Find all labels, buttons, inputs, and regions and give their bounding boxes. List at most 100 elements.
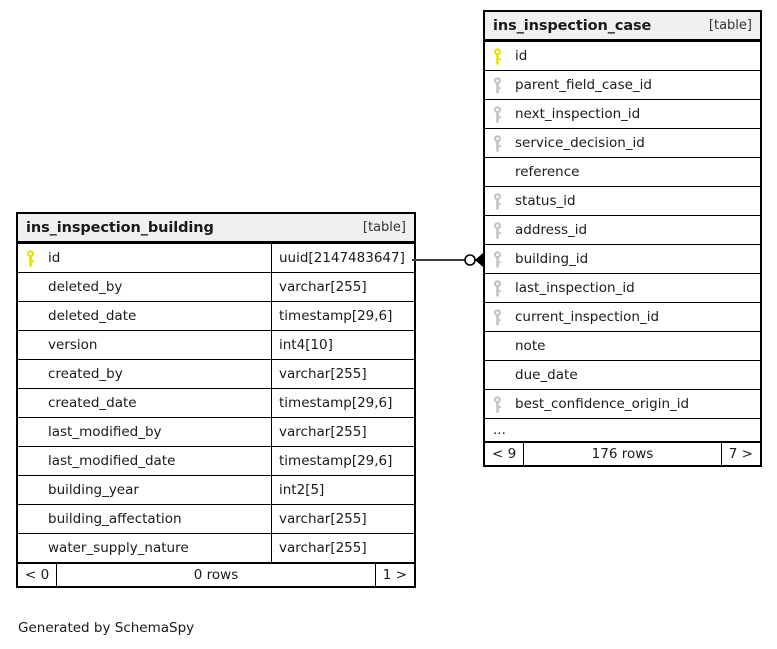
column-label: last_modified_by — [48, 424, 162, 440]
column-type-label: uuid[2147483647] — [279, 250, 405, 266]
foreign-key-icon — [493, 192, 515, 210]
table-row[interactable]: best_confidence_origin_id — [485, 389, 760, 418]
column-name-cell: id — [18, 244, 271, 272]
column-name-cell: address_id — [485, 216, 760, 244]
table-row[interactable]: deleted_by varchar[255] — [18, 272, 414, 301]
table-row[interactable]: id uuid[2147483647] — [18, 243, 414, 272]
table-row[interactable]: created_by varchar[255] — [18, 359, 414, 388]
column-type-cell: varchar[255] — [271, 418, 414, 446]
table-row[interactable]: created_date timestamp[29,6] — [18, 388, 414, 417]
generated-by-caption: Generated by SchemaSpy — [18, 620, 194, 636]
table-row[interactable]: deleted_date timestamp[29,6] — [18, 301, 414, 330]
column-label: building_affectation — [48, 511, 182, 527]
column-name-cell: due_date — [485, 361, 760, 389]
column-name-cell: last_modified_date — [18, 447, 271, 475]
column-label: version — [48, 337, 98, 353]
column-type-cell: varchar[255] — [271, 505, 414, 533]
column-label: current_inspection_id — [515, 309, 660, 325]
table-row[interactable]: address_id — [485, 215, 760, 244]
table-title: ins_inspection_building — [26, 219, 214, 236]
column-label: service_decision_id — [515, 135, 645, 151]
row-count-text: 0 rows — [193, 567, 239, 583]
table-kind-label: [table] — [362, 220, 406, 235]
foreign-key-icon — [493, 134, 515, 152]
prev-page-label: < 9 — [492, 446, 517, 462]
column-name-cell: next_inspection_id — [485, 100, 760, 128]
table-row[interactable]: status_id — [485, 186, 760, 215]
table-kind-label: [table] — [708, 18, 752, 33]
column-name-cell: created_by — [18, 360, 271, 388]
column-type-label: varchar[255] — [279, 511, 367, 527]
column-label: id — [515, 48, 528, 64]
table-row[interactable]: last_modified_by varchar[255] — [18, 417, 414, 446]
column-name-cell: deleted_date — [18, 302, 271, 330]
prev-page-button[interactable]: < 9 — [485, 443, 523, 465]
column-label: address_id — [515, 222, 588, 238]
table-row[interactable]: last_inspection_id — [485, 273, 760, 302]
table-row[interactable]: water_supply_nature varchar[255] — [18, 533, 414, 562]
foreign-key-icon — [493, 395, 515, 413]
column-label: last_inspection_id — [515, 280, 635, 296]
foreign-key-icon — [493, 250, 515, 268]
next-page-button[interactable]: 1 > — [376, 564, 414, 586]
column-type-cell: timestamp[29,6] — [271, 447, 414, 475]
relationship-building-id-to-id — [412, 253, 484, 267]
table-row[interactable]: building_year int2[5] — [18, 475, 414, 504]
column-name-cell: version — [18, 331, 271, 359]
column-type-label: varchar[255] — [279, 540, 367, 556]
table-row[interactable]: parent_field_case_id — [485, 70, 760, 99]
foreign-key-icon — [493, 279, 515, 297]
column-type-label: int2[5] — [279, 482, 325, 498]
column-type-cell: timestamp[29,6] — [271, 389, 414, 417]
column-label: created_date — [48, 395, 137, 411]
table-header: ins_inspection_building [table] — [18, 214, 414, 243]
column-name-cell: building_year — [18, 476, 271, 504]
ellipsis-label: ... — [493, 422, 506, 438]
prev-page-button[interactable]: < 0 — [18, 564, 56, 586]
table-row[interactable]: next_inspection_id — [485, 99, 760, 128]
table-row[interactable]: current_inspection_id — [485, 302, 760, 331]
column-type-label: timestamp[29,6] — [279, 308, 393, 324]
table-row[interactable]: id — [485, 41, 760, 70]
column-label: best_confidence_origin_id — [515, 396, 690, 412]
table-row[interactable]: building_id — [485, 244, 760, 273]
column-name-cell: reference — [485, 158, 760, 186]
column-name-cell: status_id — [485, 187, 760, 215]
column-name-cell: building_affectation — [18, 505, 271, 533]
row-count-label: 176 rows — [523, 443, 722, 465]
table-row[interactable]: last_modified_date timestamp[29,6] — [18, 446, 414, 475]
column-label: status_id — [515, 193, 576, 209]
table-row[interactable]: service_decision_id — [485, 128, 760, 157]
column-label: parent_field_case_id — [515, 77, 652, 93]
column-label: last_modified_date — [48, 453, 176, 469]
column-name-cell: water_supply_nature — [18, 534, 271, 562]
table-row[interactable]: reference — [485, 157, 760, 186]
primary-key-icon — [26, 249, 48, 267]
column-name-cell: last_inspection_id — [485, 274, 760, 302]
foreign-key-icon — [493, 105, 515, 123]
table-title: ins_inspection_case — [493, 17, 652, 34]
column-name-cell: best_confidence_origin_id — [485, 390, 760, 418]
column-type-cell: int2[5] — [271, 476, 414, 504]
column-name-cell: parent_field_case_id — [485, 71, 760, 99]
table-ins-inspection-case[interactable]: ins_inspection_case [table] id — [483, 10, 762, 467]
column-label: reference — [515, 164, 580, 180]
next-page-label: 1 > — [382, 567, 407, 583]
column-name-cell: last_modified_by — [18, 418, 271, 446]
column-label: due_date — [515, 367, 578, 383]
table-row[interactable]: due_date — [485, 360, 760, 389]
next-page-button[interactable]: 7 > — [722, 443, 760, 465]
column-label: id — [48, 250, 61, 266]
more-columns-indicator: ... — [485, 418, 760, 441]
column-type-cell: uuid[2147483647] — [271, 244, 414, 272]
column-type-label: varchar[255] — [279, 279, 367, 295]
column-type-label: timestamp[29,6] — [279, 453, 393, 469]
table-row[interactable]: building_affectation varchar[255] — [18, 504, 414, 533]
table-ins-inspection-building[interactable]: ins_inspection_building [table] id uuid[… — [16, 212, 416, 588]
table-row[interactable]: version int4[10] — [18, 330, 414, 359]
column-name-cell: deleted_by — [18, 273, 271, 301]
column-name-cell: current_inspection_id — [485, 303, 760, 331]
table-row[interactable]: note — [485, 331, 760, 360]
foreign-key-icon — [493, 308, 515, 326]
